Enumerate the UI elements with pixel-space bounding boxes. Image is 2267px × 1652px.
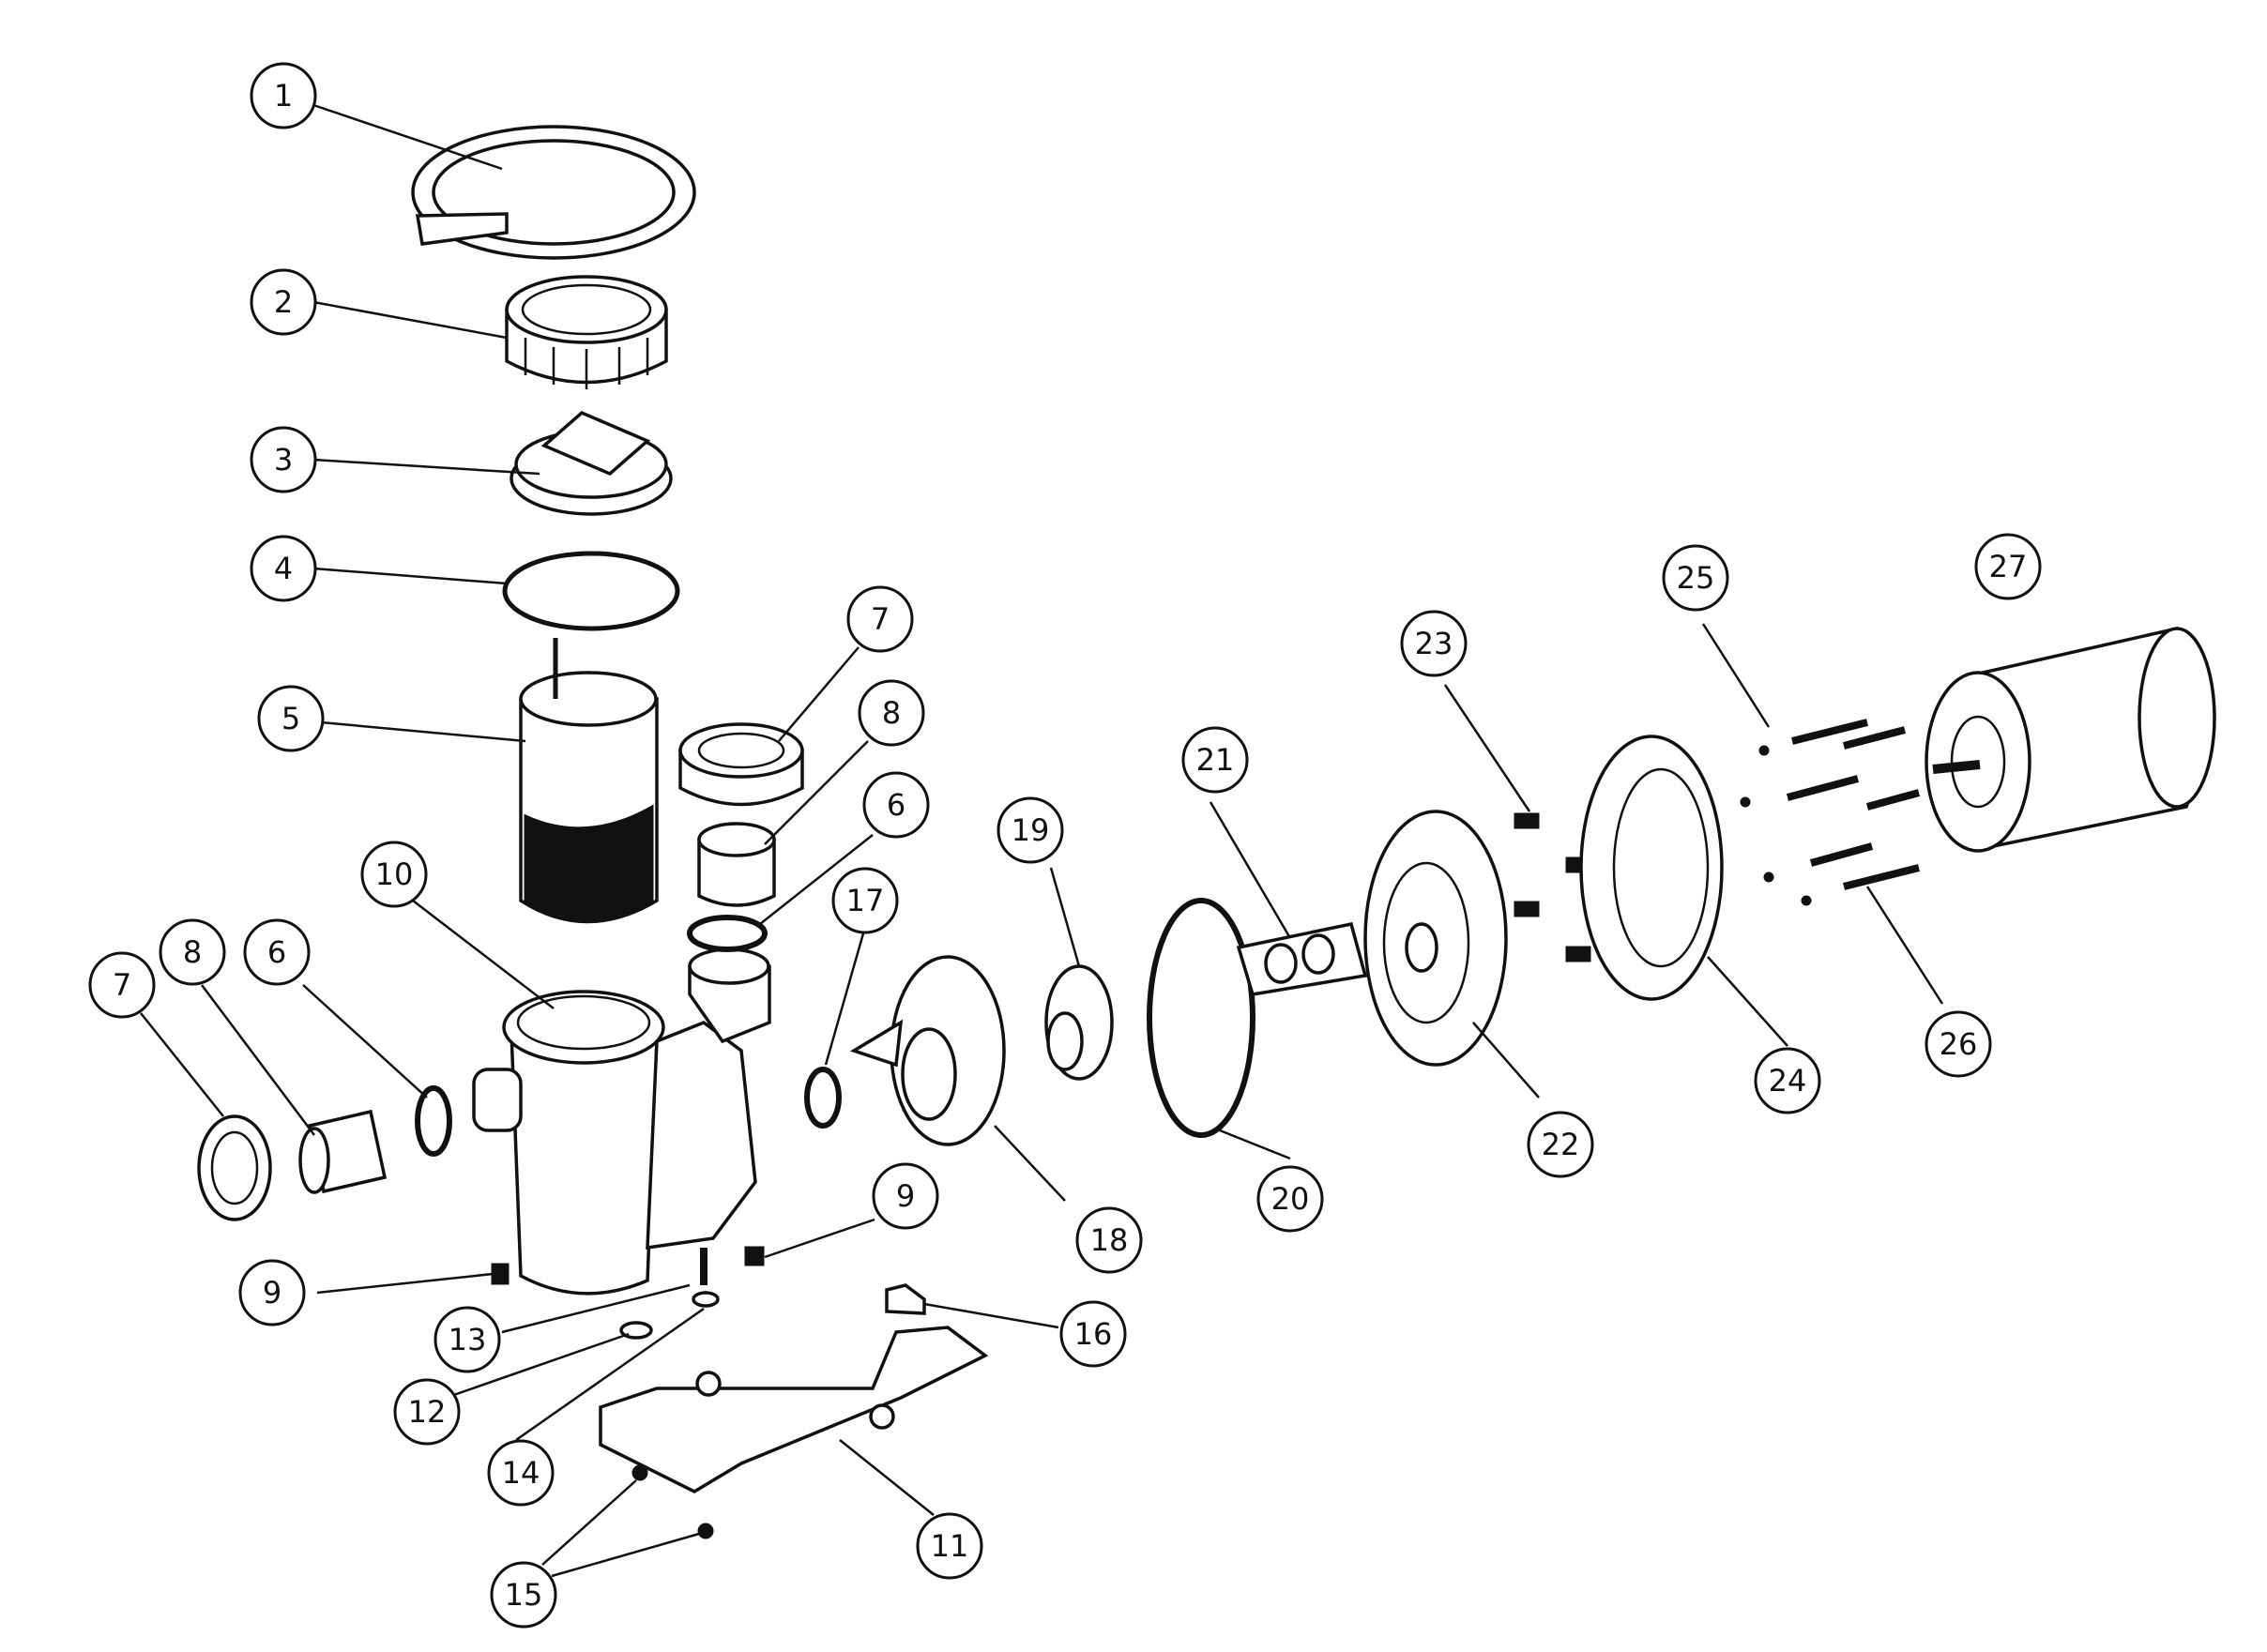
callout-7-top: 7 bbox=[846, 585, 914, 653]
part-lock-ring bbox=[411, 125, 696, 260]
callout-13: 13 bbox=[434, 1306, 501, 1373]
callout-11: 11 bbox=[916, 1512, 983, 1580]
callout-10: 10 bbox=[360, 841, 428, 908]
callout-label: 13 bbox=[449, 1322, 487, 1357]
callout-16: 16 bbox=[1059, 1300, 1127, 1368]
callout-24: 24 bbox=[1754, 1047, 1821, 1114]
callout-label: 18 bbox=[1090, 1222, 1129, 1258]
callout-label: 8 bbox=[183, 934, 202, 970]
callout-label: 3 bbox=[274, 442, 293, 477]
part-base bbox=[599, 1326, 989, 1493]
callout-8-left: 8 bbox=[159, 918, 226, 986]
callout-2: 2 bbox=[250, 268, 317, 336]
part-union-tail-left bbox=[298, 1109, 388, 1194]
part-o-ring-diffuser bbox=[804, 1067, 842, 1129]
part-union-tail-top bbox=[697, 822, 776, 907]
part-o-ring-seal-plate bbox=[1147, 898, 1255, 1138]
callout-label: 2 bbox=[274, 284, 293, 320]
callout-6-top: 6 bbox=[862, 771, 930, 839]
callout-label: 5 bbox=[281, 701, 300, 736]
part-mechanical-seal bbox=[1236, 921, 1368, 996]
callout-label: 16 bbox=[1074, 1316, 1113, 1352]
callout-label: 22 bbox=[1542, 1127, 1580, 1162]
callout-5: 5 bbox=[257, 685, 325, 752]
callout-label: 6 bbox=[267, 934, 286, 970]
callout-26: 26 bbox=[1925, 1010, 1992, 1078]
callout-label: 24 bbox=[1769, 1063, 1807, 1099]
part-screws bbox=[1740, 719, 1921, 906]
part-diffuser bbox=[849, 955, 1006, 1146]
callout-label: 4 bbox=[274, 551, 293, 586]
callout-label: 25 bbox=[1677, 560, 1715, 596]
callout-label: 9 bbox=[263, 1275, 281, 1311]
part-o-ring-lid bbox=[502, 551, 680, 631]
part-strainer-lid bbox=[510, 410, 673, 516]
callout-label: 11 bbox=[931, 1528, 969, 1564]
callout-label: 7 bbox=[113, 967, 131, 1003]
part-gasket-left bbox=[415, 1085, 452, 1157]
callout-label: 1 bbox=[274, 78, 293, 114]
part-motor-bracket bbox=[1579, 735, 1724, 1001]
callout-label: 9 bbox=[896, 1178, 915, 1214]
callout-17: 17 bbox=[831, 867, 899, 934]
callout-label: 19 bbox=[1012, 812, 1050, 848]
part-gasket-top bbox=[687, 915, 768, 952]
callout-7-left: 7 bbox=[88, 951, 156, 1019]
callout-9-left: 9 bbox=[238, 1259, 306, 1326]
part-pump-housing bbox=[472, 947, 771, 1296]
callout-8-top: 8 bbox=[858, 679, 925, 747]
callout-15: 15 bbox=[490, 1561, 557, 1629]
part-seal-plate bbox=[1363, 810, 1508, 1067]
part-motor bbox=[1925, 627, 2216, 853]
callout-label: 17 bbox=[846, 883, 885, 918]
callout-14: 14 bbox=[487, 1439, 555, 1507]
callout-22: 22 bbox=[1527, 1111, 1594, 1178]
callout-label: 12 bbox=[408, 1394, 447, 1430]
callout-20: 20 bbox=[1256, 1165, 1324, 1233]
callout-label: 27 bbox=[1989, 549, 2028, 584]
callout-18: 18 bbox=[1075, 1206, 1143, 1274]
part-union-nut-top bbox=[678, 722, 804, 807]
callout-label: 23 bbox=[1415, 626, 1453, 661]
part-impeller bbox=[1044, 964, 1114, 1081]
callout-label: 15 bbox=[505, 1577, 543, 1613]
callout-label: 26 bbox=[1940, 1026, 1978, 1062]
callout-19: 19 bbox=[997, 796, 1064, 864]
callout-label: 14 bbox=[502, 1455, 540, 1491]
callout-label: 6 bbox=[887, 787, 905, 823]
callout-label: 8 bbox=[882, 695, 901, 731]
callout-4: 4 bbox=[250, 535, 317, 602]
callout-9-right: 9 bbox=[872, 1162, 939, 1230]
callout-3: 3 bbox=[250, 426, 317, 493]
callout-27: 27 bbox=[1974, 533, 2042, 600]
callout-23: 23 bbox=[1400, 610, 1468, 677]
part-bolts-23 bbox=[1514, 812, 1591, 962]
callout-label: 20 bbox=[1271, 1181, 1310, 1217]
callout-25: 25 bbox=[1662, 544, 1729, 612]
part-union-nut-left bbox=[197, 1114, 272, 1221]
callout-6-left: 6 bbox=[243, 918, 311, 986]
callout-21: 21 bbox=[1181, 726, 1249, 794]
callout-label: 10 bbox=[375, 856, 414, 892]
leader-lines bbox=[140, 103, 1944, 1578]
part-leveler-block bbox=[885, 1283, 926, 1315]
callout-12: 12 bbox=[393, 1378, 461, 1446]
part-ring-nut bbox=[505, 275, 668, 389]
callout-label: 7 bbox=[871, 601, 890, 637]
callout-label: 21 bbox=[1196, 742, 1235, 778]
part-strainer-basket bbox=[519, 638, 659, 924]
part-nuts bbox=[631, 1464, 714, 1539]
callout-1: 1 bbox=[250, 62, 317, 129]
